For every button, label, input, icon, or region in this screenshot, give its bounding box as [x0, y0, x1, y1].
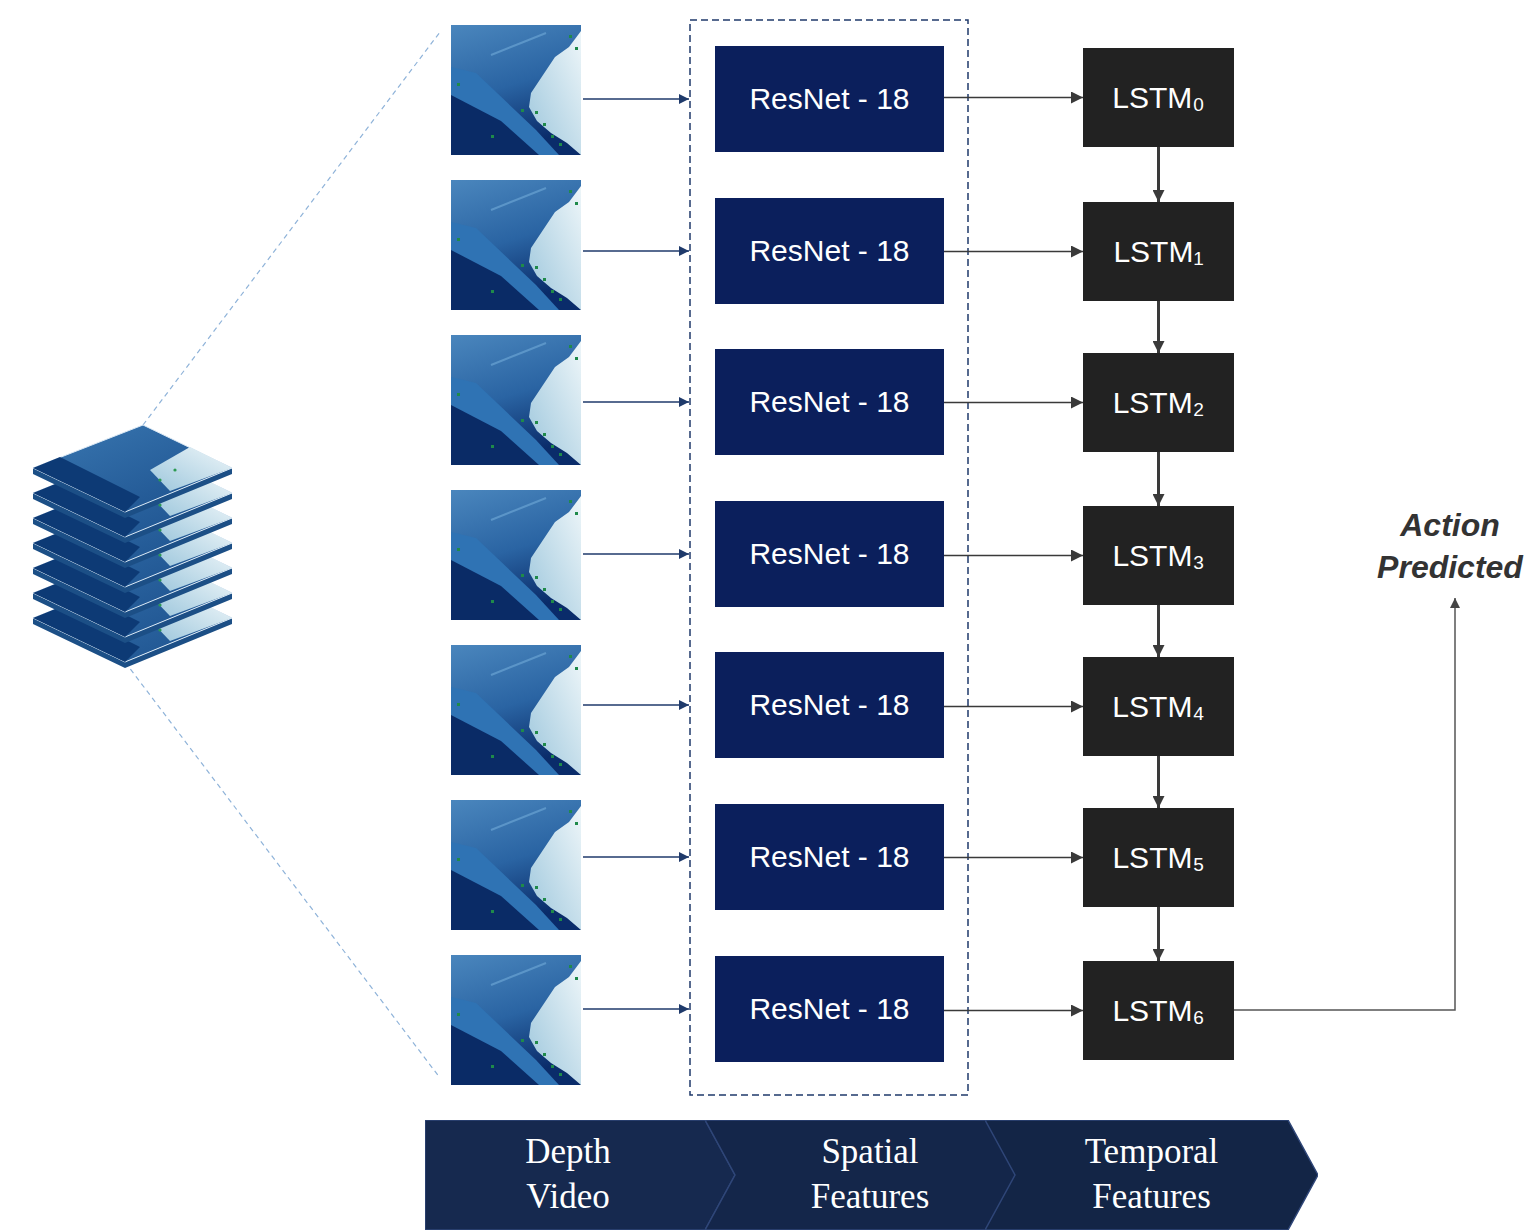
flow-arrow	[944, 555, 1083, 557]
stage-label: Spatial Features	[788, 1130, 953, 1220]
stage-chevron: Depth Video	[425, 1120, 735, 1230]
stage-chevron: Temporal Features	[985, 1120, 1318, 1230]
block-label: LSTM₂	[1113, 386, 1205, 420]
block-label: ResNet - 18	[749, 992, 909, 1026]
zoom-line	[125, 662, 440, 1078]
block-label: LSTM₃	[1112, 539, 1204, 573]
flow-arrow	[944, 857, 1083, 859]
resnet-box: ResNet - 18	[715, 198, 944, 304]
depth-frame	[451, 335, 581, 465]
lstm-box: LSTM₅	[1083, 808, 1234, 907]
flow-arrow	[944, 97, 1083, 99]
depth-frame	[451, 645, 581, 775]
flow-arrow	[944, 402, 1083, 404]
flow-arrow	[1157, 605, 1160, 657]
resnet-box: ResNet - 18	[715, 652, 944, 758]
block-label: LSTM₄	[1112, 690, 1204, 724]
flow-arrow	[944, 706, 1083, 708]
lstm-box: LSTM₀	[1083, 48, 1234, 147]
stage-label: Temporal Features	[1069, 1130, 1234, 1220]
block-label: ResNet - 18	[749, 234, 909, 268]
flow-arrow	[1157, 301, 1160, 353]
frame-stack	[33, 425, 232, 668]
output-arrow	[1234, 598, 1455, 1010]
block-label: LSTM₆	[1112, 994, 1204, 1028]
zoom-line	[143, 32, 440, 425]
resnet-box: ResNet - 18	[715, 46, 944, 152]
flow-arrow	[1157, 907, 1160, 961]
input-arrow	[583, 553, 689, 555]
block-label: ResNet - 18	[749, 82, 909, 116]
resnet-box: ResNet - 18	[715, 501, 944, 607]
input-arrow	[583, 856, 689, 858]
depth-frame	[451, 180, 581, 310]
block-label: LSTM₁	[1113, 235, 1203, 269]
input-arrow	[583, 704, 689, 706]
resnet-box: ResNet - 18	[715, 349, 944, 455]
flow-arrow	[944, 251, 1083, 253]
lstm-box: LSTM₁	[1083, 202, 1234, 301]
depth-frame	[451, 800, 581, 930]
block-label: LSTM₀	[1112, 81, 1204, 115]
stage-chevron: Spatial Features	[705, 1120, 1035, 1230]
resnet-box: ResNet - 18	[715, 804, 944, 910]
input-arrow	[583, 1008, 689, 1010]
stack-frame	[33, 425, 232, 518]
input-arrow	[583, 401, 689, 403]
block-label: ResNet - 18	[749, 537, 909, 571]
block-label: ResNet - 18	[749, 840, 909, 874]
flow-arrow	[1157, 147, 1160, 202]
block-label: ResNet - 18	[749, 688, 909, 722]
lstm-box: LSTM₃	[1083, 506, 1234, 605]
block-label: LSTM₅	[1112, 841, 1204, 875]
flow-arrow	[1157, 452, 1160, 506]
depth-frame	[451, 955, 581, 1085]
depth-frame	[451, 490, 581, 620]
lstm-box: LSTM₆	[1083, 961, 1234, 1060]
block-label: ResNet - 18	[749, 385, 909, 419]
flow-arrow	[944, 1010, 1083, 1012]
resnet-box: ResNet - 18	[715, 956, 944, 1062]
flow-arrow	[1157, 756, 1160, 808]
lstm-box: LSTM₂	[1083, 353, 1234, 452]
lstm-box: LSTM₄	[1083, 657, 1234, 756]
stage-label: Depth Video	[486, 1130, 651, 1220]
input-arrow	[583, 98, 689, 100]
depth-frame	[451, 25, 581, 155]
input-arrow	[583, 250, 689, 252]
output-label: Action Predicted	[1362, 505, 1538, 588]
group-frame	[690, 20, 968, 1095]
